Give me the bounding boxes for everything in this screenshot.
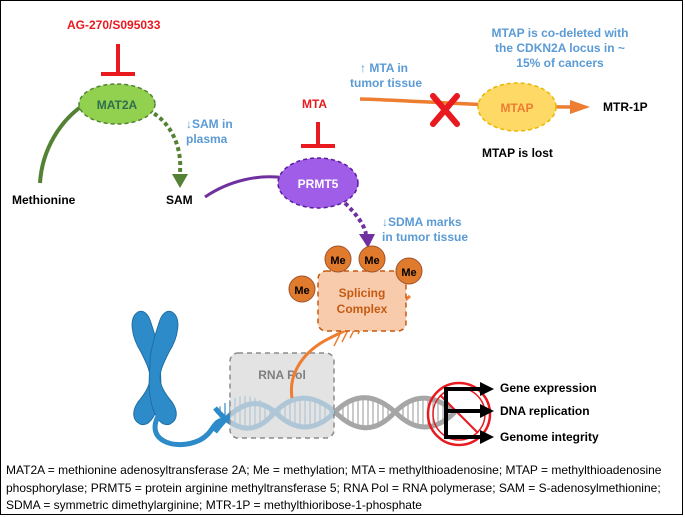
rna-base xyxy=(341,329,349,343)
splicing-label-line1: Splicing xyxy=(339,286,386,300)
sam-arrowhead xyxy=(172,174,188,188)
rna-base xyxy=(333,333,341,347)
mtap-node xyxy=(477,82,557,132)
sam-plasma-line1: ↓SAM in xyxy=(186,117,233,131)
splicing-arrowhead xyxy=(359,234,375,248)
rna-pol-box xyxy=(229,352,335,439)
svg-text:Me: Me xyxy=(330,255,345,267)
prmt5-to-splicing-dotted-arrow xyxy=(343,201,368,235)
codeletion-annotation: MTAP is co-deleted with the CDKN2A locus… xyxy=(475,26,645,71)
svg-text:Me: Me xyxy=(364,255,379,267)
mta-tumor-line1: ↑ MTA in xyxy=(360,61,408,75)
outcome-arrows-icon xyxy=(444,387,482,439)
methionine-label: Methionine xyxy=(12,193,76,207)
deletion-x-icon xyxy=(430,93,460,127)
codeleted-line2: the CDKN2A locus in ~ xyxy=(495,41,625,55)
mat2a-label: MAT2A xyxy=(97,98,138,112)
sdma-line1: ↓SDMA marks xyxy=(382,215,462,229)
methylation-mark: Me xyxy=(395,257,423,285)
mtap-lost-label: MTAP is lost xyxy=(482,146,553,160)
svg-text:Me: Me xyxy=(294,285,309,297)
outcome-genome-integrity: Genome integrity xyxy=(500,430,599,444)
mta-label: MTA xyxy=(302,97,328,111)
codeleted-line1: MTAP is co-deleted with xyxy=(491,26,629,40)
mat2a-to-sam-dotted-arrow xyxy=(147,108,183,173)
sam-plasma-line2: plasma xyxy=(186,132,228,146)
chromosome-icon xyxy=(131,310,179,426)
chromatin-tail xyxy=(152,408,226,448)
abbreviations-legend: MAT2A = methionine adenosyltransferase 2… xyxy=(6,463,662,512)
prmt5-node xyxy=(277,157,359,209)
outcome-arrowheads xyxy=(480,382,494,444)
splicing-label-line2: Complex xyxy=(337,302,388,316)
mtap-label: MTAP xyxy=(500,101,533,115)
sam-label: SAM xyxy=(166,193,193,207)
outcome-dna-replication: DNA replication xyxy=(500,404,590,418)
methylation-mark: Me xyxy=(358,245,386,273)
prmt5-label: PRMT5 xyxy=(298,177,339,191)
sam-to-prmt5-curve xyxy=(204,175,286,199)
methionine-to-mat2a-curve xyxy=(38,102,87,184)
methylation-mark: Me xyxy=(288,275,316,303)
mta-tumor-line2: tumor tissue xyxy=(350,76,423,90)
mtr1p-label: MTR-1P xyxy=(603,100,648,114)
mtr1p-arrowhead xyxy=(570,100,590,114)
codeleted-line3: 15% of cancers xyxy=(516,56,604,70)
inhibitor-label: AG-270/S095033 xyxy=(67,18,161,32)
svg-text:Me: Me xyxy=(401,267,416,279)
sdma-annotation: ↓SDMA marks in tumor tissue xyxy=(382,215,468,245)
mta-tumor-annotation: ↑ MTA in tumor tissue xyxy=(350,61,422,91)
splicing-complex-box xyxy=(317,270,407,332)
mat2a-node xyxy=(78,83,156,125)
outcome-gene-expression: Gene expression xyxy=(500,381,597,395)
rna-pol-label: RNA Pol xyxy=(258,368,306,382)
sam-plasma-annotation: ↓SAM in plasma xyxy=(186,117,233,147)
methylation-mark: Me xyxy=(324,245,352,273)
sdma-line2: in tumor tissue xyxy=(382,230,469,244)
